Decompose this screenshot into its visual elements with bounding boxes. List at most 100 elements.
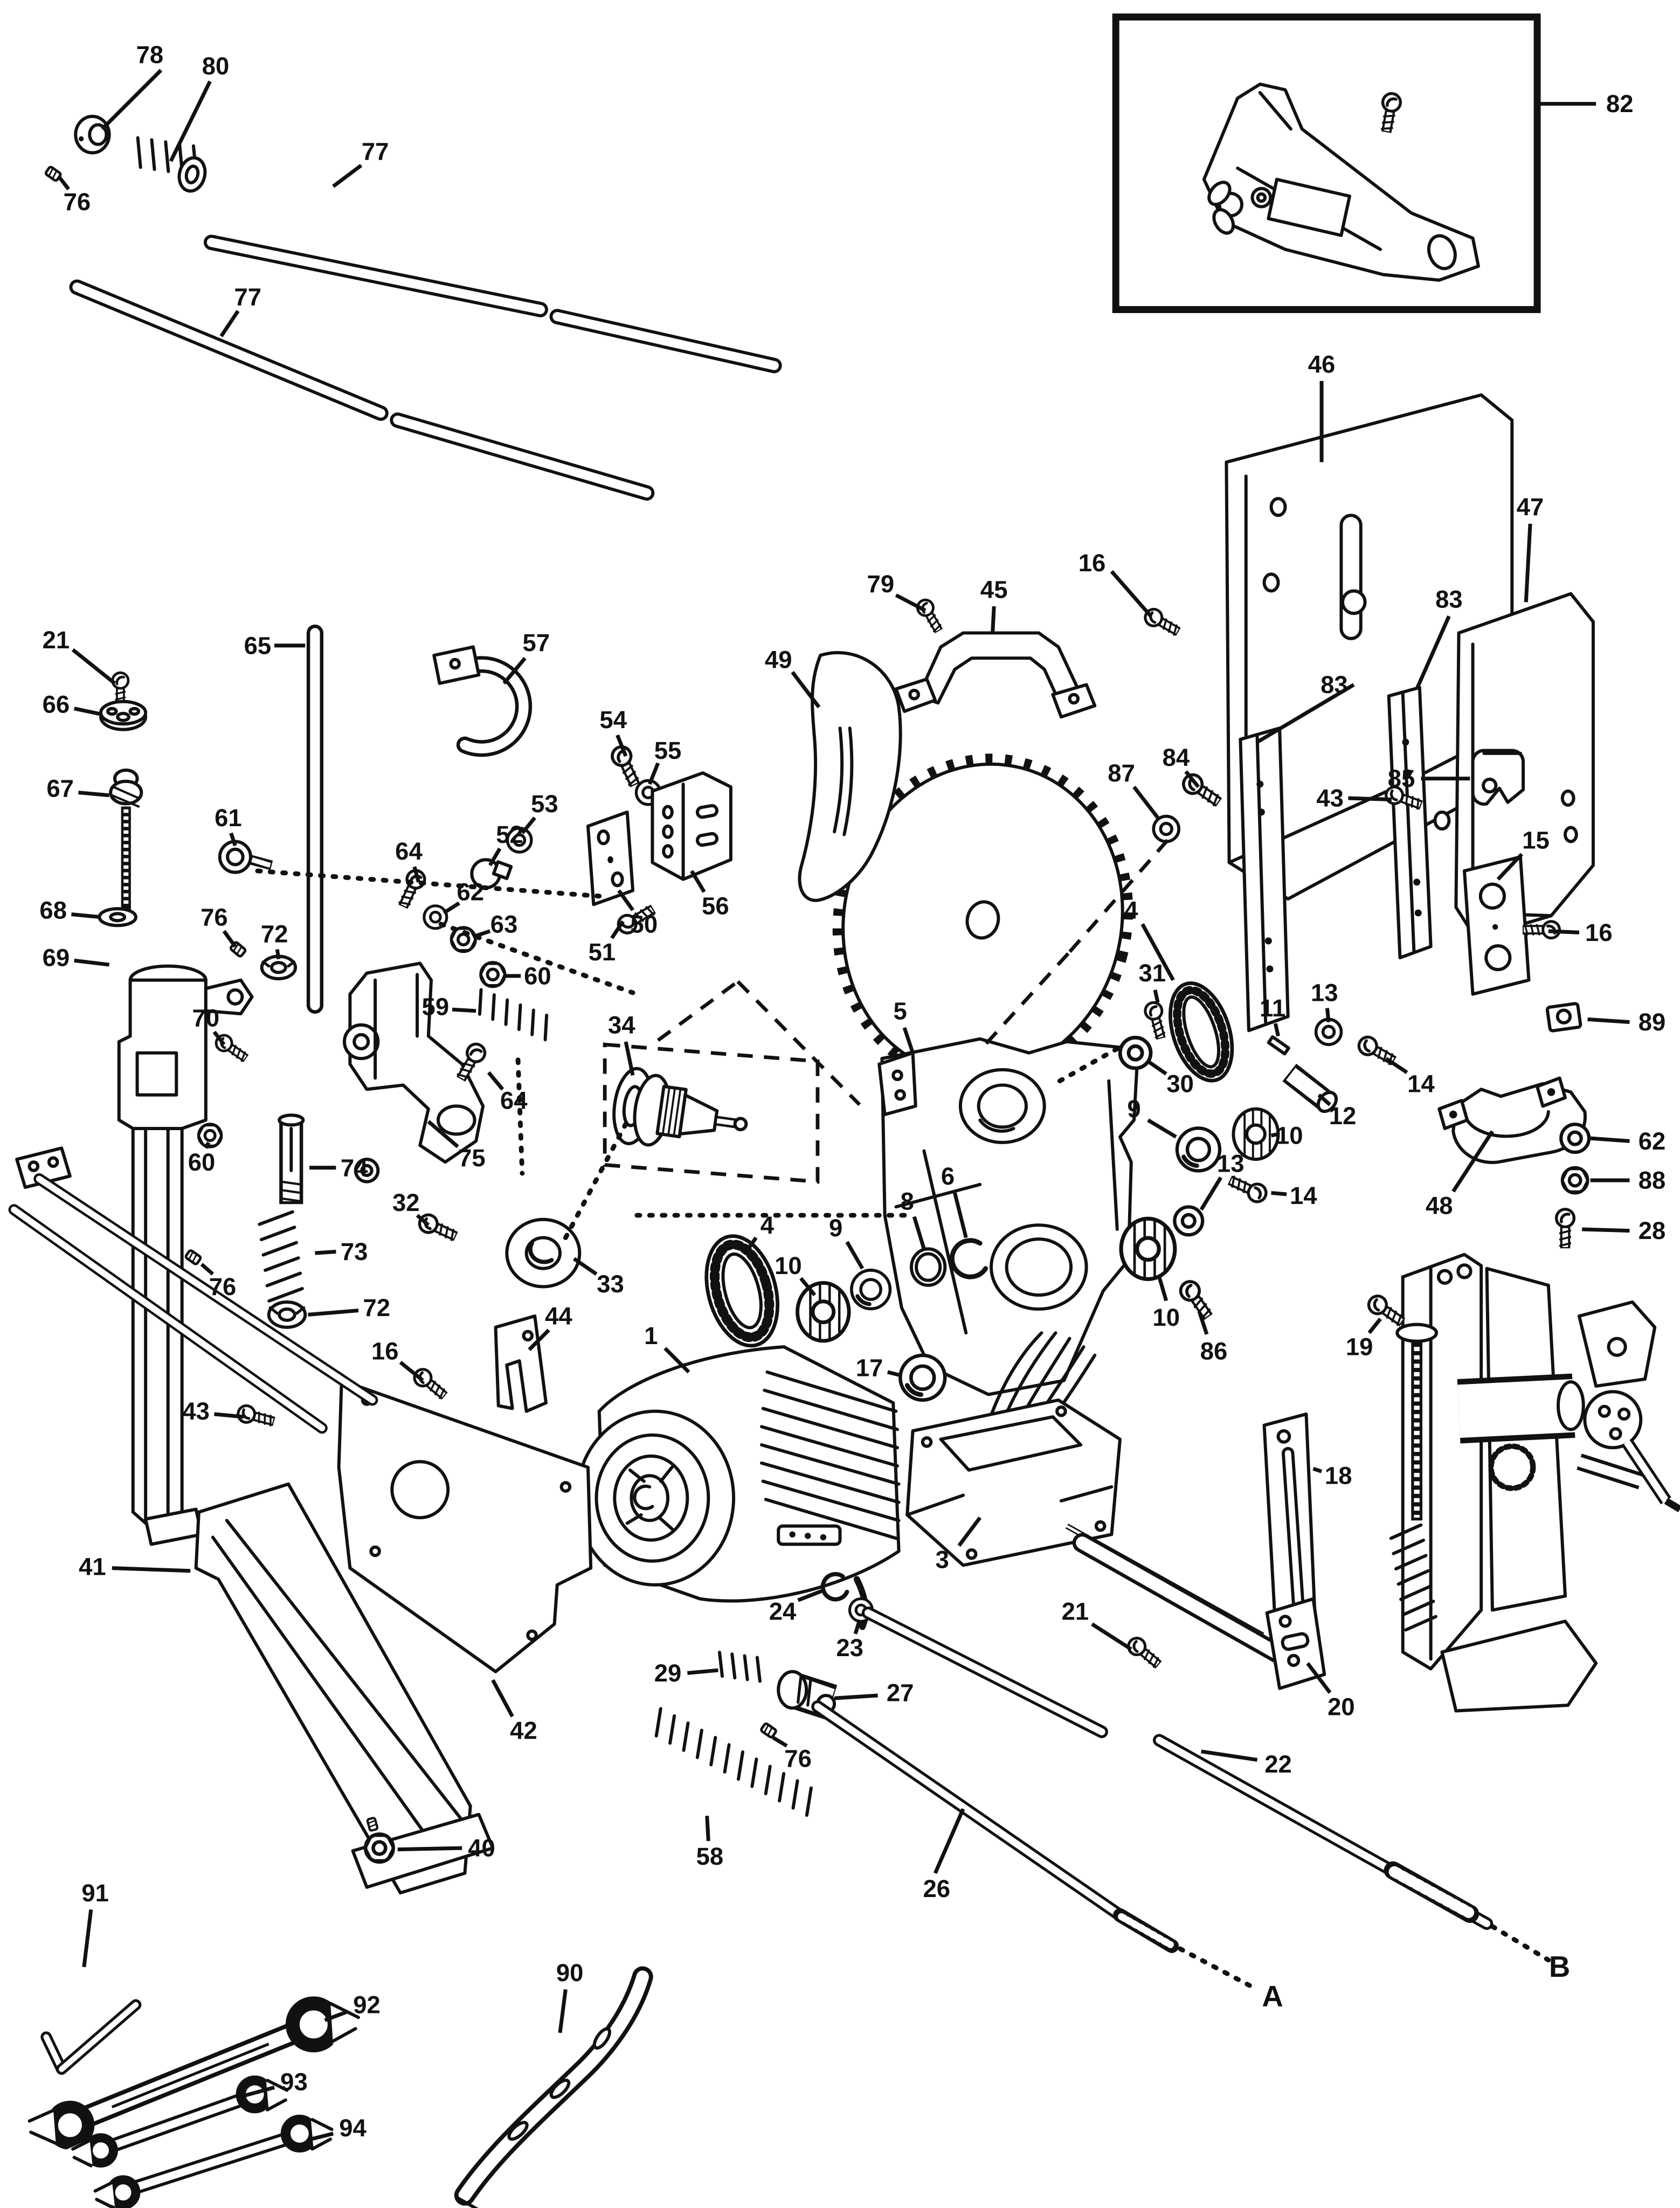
part-label-76: 76 — [209, 1273, 237, 1300]
part-label-13: 13 — [1311, 979, 1338, 1007]
leader-line-68 — [71, 912, 101, 919]
leader-line-64 — [487, 1071, 504, 1091]
leader-line-72 — [308, 1309, 359, 1317]
nut-60 — [481, 963, 504, 986]
part-label-30: 30 — [1166, 1070, 1194, 1097]
part-label-16: 16 — [1585, 919, 1613, 946]
part-label-27: 27 — [887, 1679, 914, 1706]
part-label-72: 72 — [363, 1294, 390, 1321]
knob-61 — [218, 840, 273, 874]
part-label-72: 72 — [261, 920, 288, 947]
part-label-19: 19 — [1346, 1333, 1373, 1361]
part-label-57: 57 — [523, 629, 550, 656]
part-label-48: 48 — [1426, 1192, 1453, 1219]
yoke-casting-5 — [877, 1037, 1139, 1396]
leader-line-64 — [412, 866, 421, 883]
guide-rod-77-upper — [203, 234, 782, 373]
leader-line-56 — [690, 870, 706, 893]
part-label-69: 69 — [43, 944, 70, 972]
part-label-62: 62 — [457, 878, 484, 906]
leader-line-79 — [895, 593, 927, 612]
leader-line-3 — [957, 1516, 982, 1547]
leader-line-13 — [1325, 1008, 1331, 1022]
slotted-nut-72 — [260, 954, 298, 981]
part-label-77: 77 — [234, 283, 261, 311]
screw-86 — [1177, 1278, 1216, 1322]
pulley-33 — [505, 1217, 582, 1289]
part-label-60: 60 — [524, 962, 551, 989]
leader-line-84 — [1184, 770, 1200, 788]
part-label-11: 11 — [1260, 994, 1285, 1022]
leader-line-47 — [1524, 523, 1532, 603]
bearing-17 — [900, 1355, 945, 1400]
part-label-26: 26 — [923, 1875, 950, 1902]
handle-kit-box-82 — [1112, 13, 1541, 313]
fence-rails — [8, 1146, 378, 1434]
leader-line-26 — [933, 1808, 965, 1874]
part-label-94: 94 — [339, 2114, 367, 2142]
leader-line-76 — [57, 175, 71, 191]
leader-line-48 — [1451, 1130, 1494, 1193]
part-label-90: 90 — [556, 1959, 584, 1986]
wear-strip-83-right — [1387, 686, 1433, 960]
leader-line-14 — [1271, 1190, 1287, 1196]
part-label-8: 8 — [901, 1188, 914, 1215]
part-label-42: 42 — [510, 1716, 537, 1744]
leader-line-16 — [1548, 929, 1580, 935]
pivot-bracket-75 — [342, 961, 485, 1183]
leader-line-67 — [78, 791, 109, 798]
part-label-15: 15 — [1522, 826, 1550, 854]
part-label-43: 43 — [182, 1397, 210, 1425]
screw-21 — [1125, 1635, 1164, 1671]
leader-line-76 — [222, 930, 237, 948]
fork-bracket-44 — [494, 1314, 548, 1413]
ring-8 — [909, 1247, 947, 1287]
leader-line-54 — [616, 734, 628, 757]
part-label-83: 83 — [1321, 671, 1348, 698]
part-label-47: 47 — [1517, 493, 1544, 521]
leader-line-44 — [528, 1328, 550, 1351]
leader-line-15 — [1496, 853, 1524, 881]
part-label-51: 51 — [589, 938, 616, 966]
part-label-66: 66 — [43, 690, 70, 718]
part-label-67: 67 — [46, 774, 74, 802]
bushing-27 — [777, 1670, 838, 1720]
spring-58 — [654, 1707, 813, 1817]
leader-line-42 — [491, 1679, 514, 1718]
leader-line-18 — [1312, 1466, 1323, 1473]
pulley-10-motor — [798, 1283, 849, 1341]
part-label-3: 3 — [935, 1546, 949, 1574]
screw-19 — [1365, 1292, 1407, 1329]
leader-line-69 — [74, 958, 110, 967]
nut-88 — [1563, 1168, 1588, 1193]
part-label-6: 6 — [941, 1162, 955, 1190]
part-label-86: 86 — [1200, 1338, 1228, 1365]
leader-line-19 — [1367, 1318, 1382, 1334]
leader-line-58 — [705, 1816, 710, 1842]
leader-line-21 — [1091, 1622, 1132, 1651]
part-label-53: 53 — [531, 790, 558, 818]
part-label-61: 61 — [215, 804, 242, 832]
part-label-76: 76 — [784, 1745, 812, 1772]
part-label-31: 31 — [1138, 959, 1166, 987]
bearing-9 — [852, 1270, 890, 1309]
part-label-50: 50 — [631, 910, 658, 938]
leader-line-33 — [572, 1257, 598, 1276]
part-label-93: 93 — [280, 2068, 308, 2095]
leader-line-10 — [799, 1277, 817, 1297]
leader-line-90 — [558, 1989, 568, 2033]
spring-80 — [136, 136, 207, 193]
part-label-A: A — [1262, 1980, 1283, 2013]
part-label-41: 41 — [79, 1553, 106, 1581]
part-label-68: 68 — [39, 896, 67, 924]
part-label-83: 83 — [1435, 586, 1463, 613]
leader-line-62 — [443, 901, 460, 915]
part-label-12: 12 — [1329, 1102, 1357, 1130]
leader-line-80 — [169, 80, 212, 162]
leader-line-30 — [1146, 1060, 1167, 1076]
motor-1 — [575, 1345, 901, 1630]
slotted-nut-72b — [267, 1300, 307, 1329]
pin-74 — [278, 1113, 305, 1205]
leader-line-28 — [1582, 1227, 1630, 1233]
